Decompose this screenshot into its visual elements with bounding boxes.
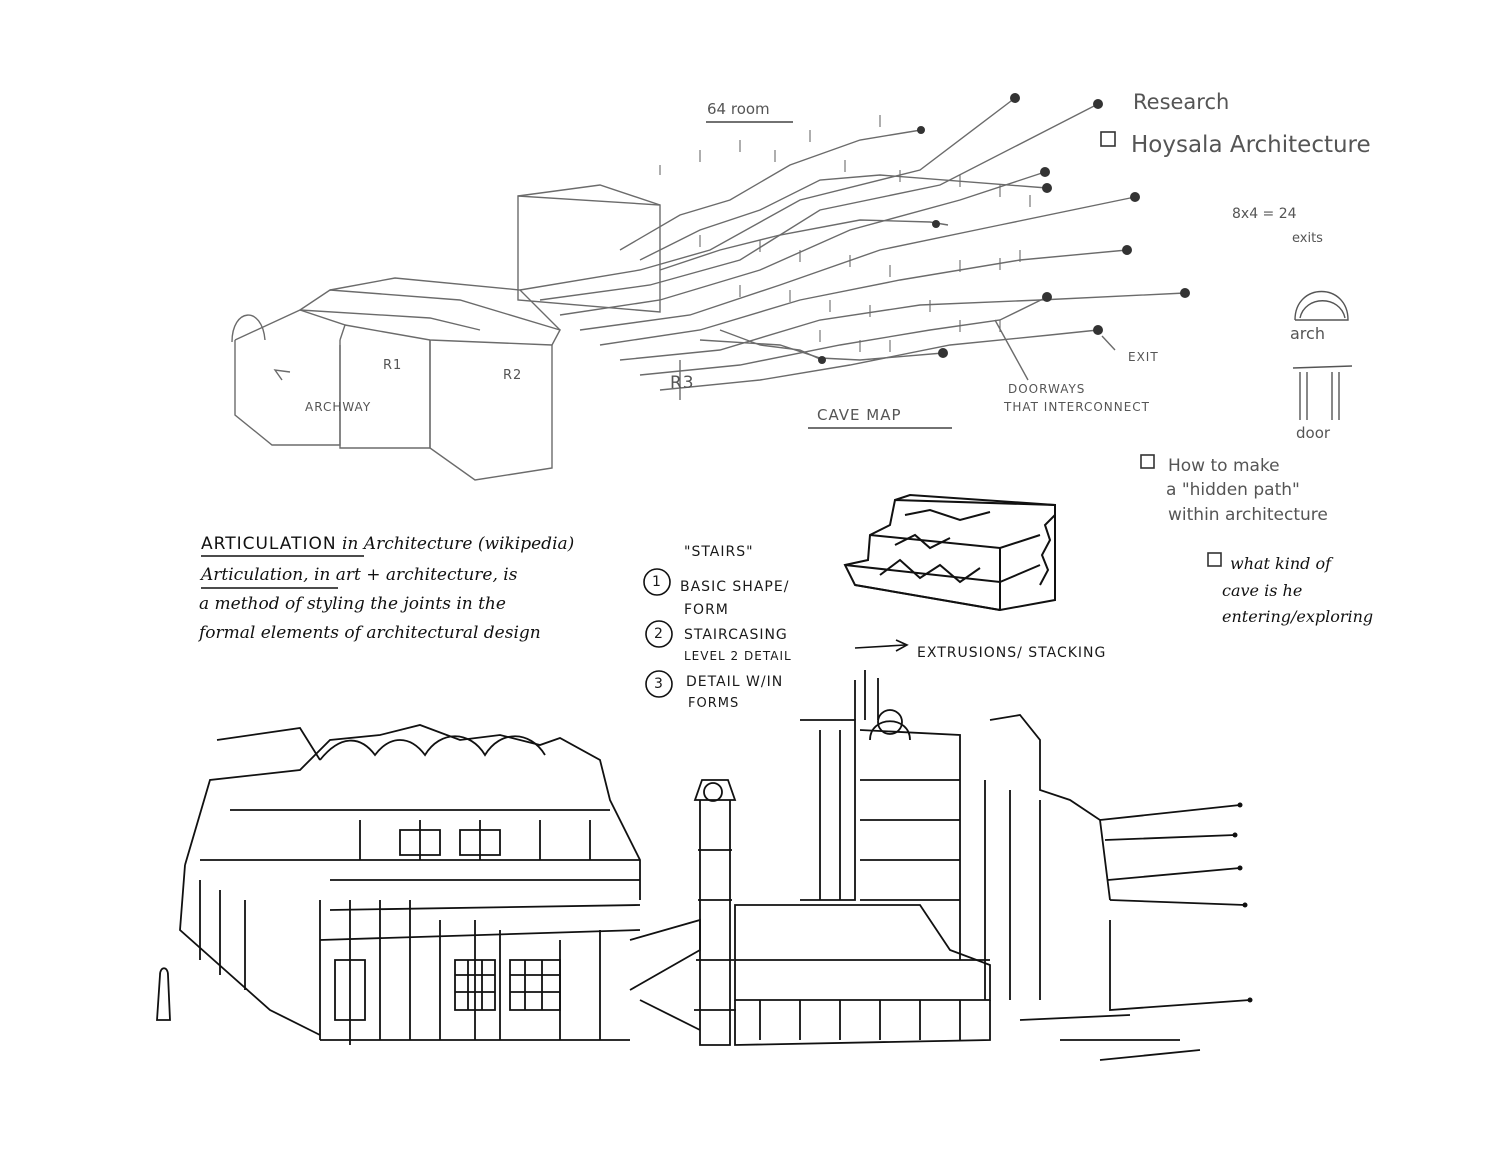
- checkbox-icon: [1207, 552, 1222, 567]
- articulation-definition-line3: formal elements of architectural design: [199, 623, 541, 643]
- step2-number: 2: [654, 626, 663, 642]
- stairs-sketch: [843, 493, 1056, 612]
- research-item-cave-line1: what kind of: [1230, 554, 1332, 573]
- step2-line1: STAIRCASING: [684, 627, 788, 643]
- articulation-definition-line1: Articulation, in art + architecture, is: [201, 567, 517, 584]
- exits-math: 8x4 = 24: [1232, 206, 1297, 222]
- articulation-heading-rest: in Architecture (wikipedia): [342, 534, 575, 554]
- articulation-heading: ARTICULATION in Architecture (wikipedia): [201, 536, 574, 553]
- research-item-cave-line2: cave is he: [1222, 581, 1303, 600]
- room-r2-label: R2: [503, 368, 523, 383]
- figure-icon: [156, 967, 171, 1021]
- research-item-cave-line3: entering/exploring: [1222, 607, 1374, 626]
- step1-line1: BASIC SHAPE/: [680, 579, 790, 595]
- research-item-hoysala: Hoysala Architecture: [1131, 132, 1371, 158]
- stairs-title: "STAIRS": [684, 544, 754, 560]
- articulation-heading-term: ARTICULATION: [201, 534, 337, 554]
- research-item-hidden-path-line1: How to make: [1168, 456, 1280, 476]
- door-label: door: [1296, 424, 1331, 442]
- step3-line2: FORMS: [688, 696, 740, 711]
- room-r1-label: R1: [383, 358, 403, 373]
- exit-label: EXIT: [1128, 350, 1159, 364]
- number-circles: [643, 568, 673, 698]
- exits-math-label: exits: [1292, 231, 1323, 246]
- temple-sketch: [156, 670, 1253, 1061]
- room-r3-label: R3: [670, 373, 695, 393]
- research-item-hidden-path-line3: within architecture: [1168, 505, 1328, 525]
- articulation-term: Articulation: [201, 565, 304, 585]
- research-checkboxes: [1100, 131, 1222, 567]
- checkbox-icon: [1100, 131, 1116, 147]
- step1-line2: FORM: [684, 602, 729, 618]
- room-count-note: 64 room: [707, 100, 770, 118]
- arrow-icon: [854, 639, 909, 652]
- cave-map-title: CAVE MAP: [817, 406, 902, 424]
- research-heading: Research: [1133, 90, 1230, 114]
- research-item-hidden-path-line2: a "hidden path": [1166, 480, 1300, 500]
- step2-line2: LEVEL 2 DETAIL: [684, 649, 792, 663]
- arch-door-icons: [1292, 290, 1353, 420]
- extrusions-stacking-label: EXTRUSIONS/ STACKING: [917, 645, 1107, 661]
- doorways-label-line2: THAT INTERCONNECT: [1004, 400, 1151, 414]
- archway-label: ARCHWAY: [305, 400, 372, 414]
- articulation-definition-rest: , in art + architecture, is: [303, 565, 518, 585]
- step1-number: 1: [652, 574, 661, 590]
- step3-line1: DETAIL W/IN: [686, 674, 784, 690]
- arch-label: arch: [1290, 324, 1325, 343]
- checkbox-icon: [1140, 454, 1155, 469]
- articulation-definition-line2: a method of styling the joints in the: [199, 594, 506, 614]
- door-icon: [1292, 365, 1353, 369]
- arch-icon: [1294, 290, 1349, 321]
- doorways-label-line1: DOORWAYS: [1008, 382, 1086, 396]
- step3-number: 3: [654, 676, 663, 692]
- cave-map-drawing: [231, 93, 1190, 481]
